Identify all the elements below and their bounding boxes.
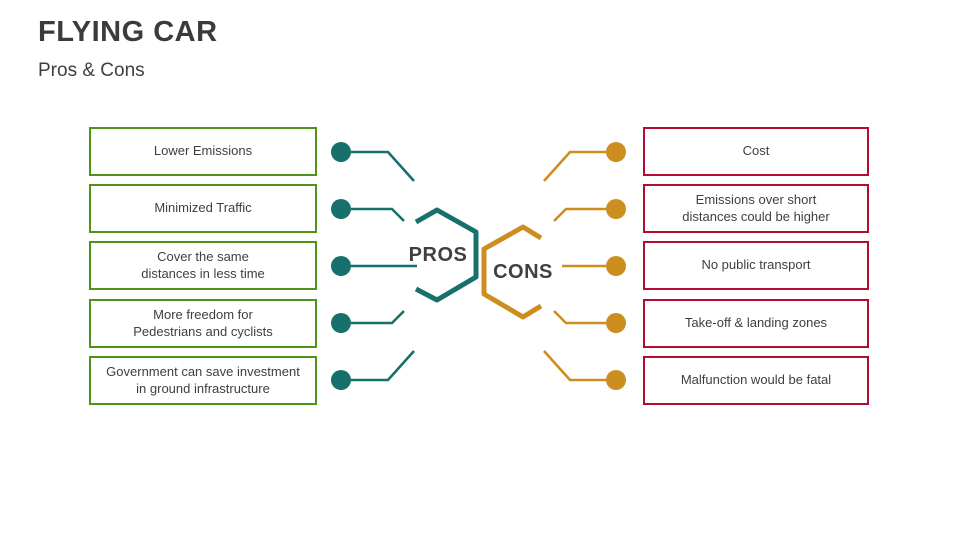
cons-item-box: Malfunction would be fatal: [643, 356, 869, 405]
cons-item-box: Emissions over short distances could be …: [643, 184, 869, 233]
pros-connector-dot: [331, 142, 351, 162]
cons-connector-dot: [606, 370, 626, 390]
pros-item-box: Minimized Traffic: [89, 184, 317, 233]
cons-item-box: Take-off & landing zones: [643, 299, 869, 348]
pros-item-box: Cover the same distances in less time: [89, 241, 317, 290]
cons-connector-line: [543, 150, 606, 182]
pros-item-label: Cover the same distances in less time: [141, 248, 265, 281]
pros-item-box: Lower Emissions: [89, 127, 317, 176]
cons-item-box: Cost: [643, 127, 869, 176]
pros-item-label: Lower Emissions: [153, 143, 253, 159]
cons-item-box: No public transport: [643, 241, 869, 290]
cons-connector-line: [543, 350, 606, 382]
cons-connector-line: [553, 310, 606, 325]
pros-connector-line: [351, 150, 415, 182]
pros-item-label: Minimized Traffic: [154, 200, 252, 216]
pros-connector-dot: [331, 370, 351, 390]
pros-item-box: Government can save investment in ground…: [89, 356, 317, 405]
cons-connector-line: [553, 207, 606, 222]
cons-hexagon-label: CONS: [493, 261, 553, 283]
cons-item-label: Take-off & landing zones: [684, 315, 828, 331]
pros-item-box: More freedom for Pedestrians and cyclist…: [89, 299, 317, 348]
slide-subtitle: Pros & Cons: [38, 60, 145, 81]
pros-item-label: More freedom for Pedestrians and cyclist…: [133, 306, 273, 339]
cons-item-label: Malfunction would be fatal: [680, 372, 832, 388]
pros-connector-line: [351, 207, 405, 222]
pros-connector-dot: [331, 256, 351, 276]
cons-connector-dot: [606, 199, 626, 219]
pros-item-label: Government can save investment in ground…: [106, 363, 300, 396]
cons-item-label: No public transport: [701, 257, 811, 273]
slide-title: FLYING CAR: [38, 16, 218, 48]
pros-connector-dot: [331, 199, 351, 219]
cons-connector-dot: [606, 256, 626, 276]
cons-item-label: Emissions over short distances could be …: [682, 191, 830, 224]
cons-connector-dot: [606, 313, 626, 333]
pros-connector-line: [351, 310, 405, 325]
cons-connector-dot: [606, 142, 626, 162]
cons-item-label: Cost: [742, 143, 770, 159]
pros-connector-dot: [331, 313, 351, 333]
pros-connector-line: [351, 350, 415, 382]
pros-hexagon-label: PROS: [408, 244, 468, 266]
